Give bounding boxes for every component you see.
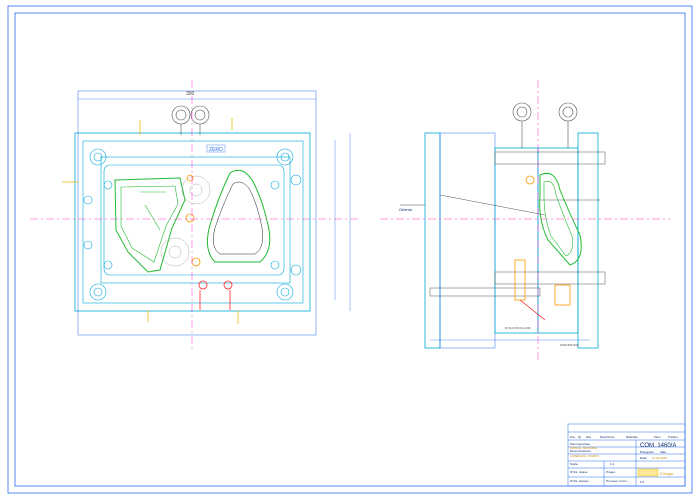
mould-plate [74, 132, 311, 312]
tb-row-label-4: N°dis. classe [570, 470, 588, 474]
title-block [567, 423, 686, 487]
tb-row-label-3: Scala [570, 462, 578, 466]
part-section [539, 172, 582, 266]
tb-row-value-1: SPRUCE - MOULDING [570, 446, 597, 450]
title-block-right: COM. 1460/A Disegnato: Sala Data: 31.01.… [640, 443, 676, 484]
part-right [206, 169, 271, 263]
bolts-orange [185, 174, 201, 267]
title-block-rows: Part.Capo/raso SPRUCE - MOULDING Denomin… [570, 442, 628, 483]
guide-bushings [83, 148, 302, 301]
part-left [114, 177, 186, 273]
outer-border [7, 5, 693, 494]
core-plate [494, 147, 539, 334]
logo-text: Il Gruppo [660, 472, 673, 476]
sheet-number: 1/1 [640, 480, 645, 484]
tb-row-label-5: N°dis. stampo [570, 479, 589, 483]
eyebolts-left [171, 105, 210, 135]
tb-row-label-2: Denominazione [570, 449, 591, 453]
designer-name: Sala [660, 450, 666, 454]
guide-pins [429, 151, 606, 297]
tb-header-2: Qt. [578, 435, 582, 439]
tb-header-6: Peso [654, 435, 661, 439]
tb-header-1: Pos. [570, 435, 576, 439]
ejector-gear-patterns [160, 175, 211, 267]
tb-row-label-1: Part.Capo/raso [570, 442, 591, 446]
left-view [30, 80, 360, 350]
right-view [380, 80, 670, 360]
overall-width-dim: 350 [186, 91, 195, 97]
tb-header-7: Trattam. [668, 435, 679, 439]
bottom-dim-a: D-54 D-54 D-1,000 [505, 326, 531, 330]
bottom-dim-b: 1000-500-400 [560, 343, 579, 347]
tb-row-value-2: COPERCHIO - STAMPO [570, 454, 599, 458]
designer-label: Disegnato: [640, 450, 655, 454]
red-pins [198, 280, 233, 310]
tb-header-3: Mat. [586, 435, 592, 439]
clamp-plate-right [577, 132, 599, 349]
zero-tag: ZERO [209, 147, 223, 153]
tb-row-value-5: Pr.Linea / Conc.: [606, 479, 628, 483]
date-label: Data: [640, 456, 647, 460]
tb-header-5: Materiale [626, 435, 638, 439]
tb-row-value-3: 1:2 [610, 462, 615, 466]
clamp-plate-left [424, 132, 441, 349]
drawing-code: COM. 1460/A [640, 443, 676, 449]
date-value: 31.01.2006 [652, 456, 667, 460]
tb-row-value-4: Proget. [606, 470, 616, 474]
eyebolts-right [512, 102, 578, 148]
inner-border [14, 12, 686, 487]
title-block-header: Pos. Qt. Mat. Descrizione Materiale Peso… [570, 435, 679, 439]
callout-right: Oriento [399, 207, 413, 212]
tb-header-4: Descrizione [600, 435, 615, 439]
yellow-markers [62, 118, 239, 324]
